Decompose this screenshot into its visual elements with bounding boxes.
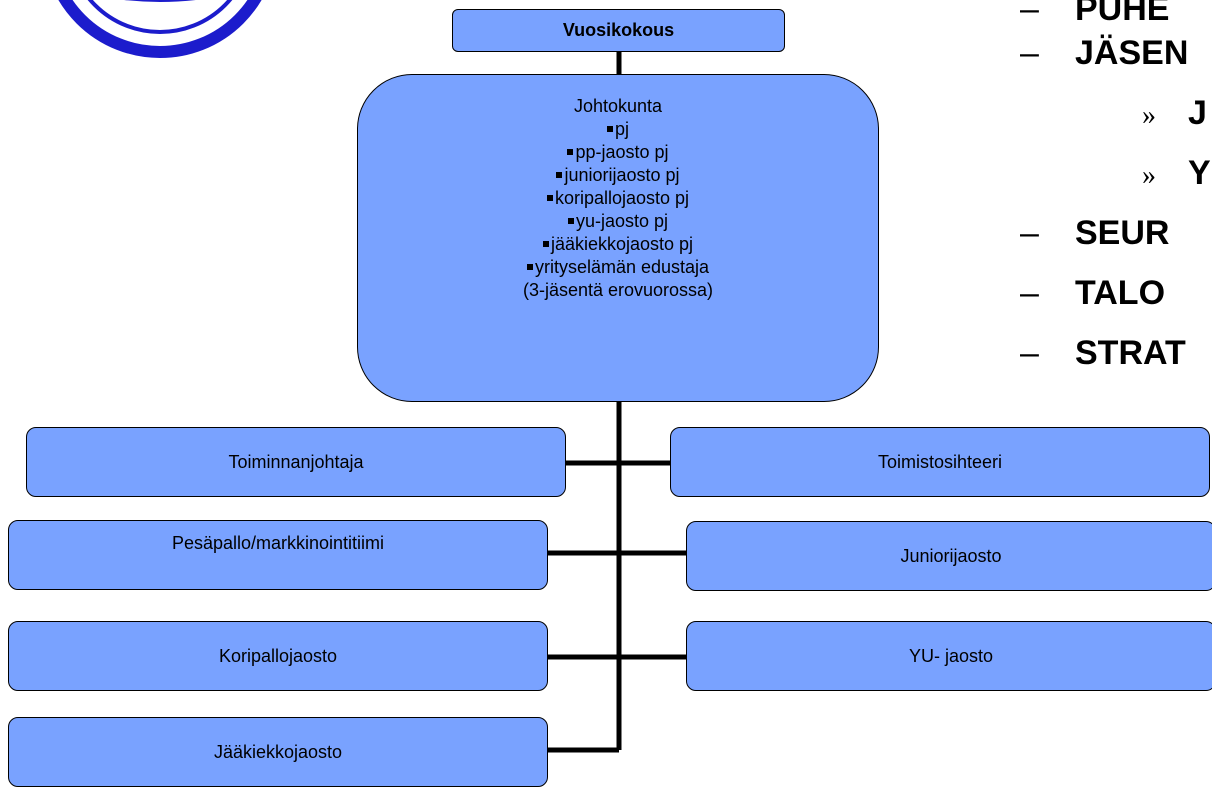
board-member: koripallojaosto pj xyxy=(546,187,689,210)
vuosikokous-box: Vuosikokous xyxy=(452,9,785,52)
bullet-icon xyxy=(546,195,553,201)
toiminnanjohtaja-box: Toiminnanjohtaja xyxy=(26,427,566,497)
board-note: (3-jäsentä erovuorossa) xyxy=(522,280,714,300)
bullet-icon xyxy=(526,264,533,270)
pesapallo-markkinointitiimi-box: Pesäpallo/markkinointitiimi xyxy=(8,520,548,590)
yu-jaosto-box: YU- jaosto xyxy=(686,621,1212,691)
bullet-icon xyxy=(567,218,574,224)
bullet-icon xyxy=(567,149,574,155)
juniorijaosto-label: Juniorijaosto xyxy=(900,545,1002,566)
jaakiekkojaosto-label: Jääkiekkojaosto xyxy=(213,741,343,762)
agenda-item: –TALO xyxy=(1020,274,1166,312)
koripallojaosto-box: Koripallojaosto xyxy=(8,621,548,691)
agenda-list: –PUHE –JÄSEN »J »Y –SEUR –TALO –STRAT xyxy=(1020,0,1212,410)
club-logo xyxy=(58,0,262,58)
bullet-icon xyxy=(606,126,613,132)
toiminnanjohtaja-label: Toiminnanjohtaja xyxy=(228,451,364,472)
jaakiekkojaosto-box: Jääkiekkojaosto xyxy=(8,717,548,787)
bullet-icon xyxy=(542,241,549,247)
agenda-item: –SEUR xyxy=(1020,214,1170,252)
toimistosihteeri-box: Toimistosihteeri xyxy=(670,427,1210,497)
bullet-icon xyxy=(556,172,563,178)
board-member: yu-jaosto pj xyxy=(567,210,668,233)
agenda-subitem: »J xyxy=(1142,94,1207,132)
board-member: pp-jaosto pj xyxy=(567,141,669,164)
agenda-item: –JÄSEN xyxy=(1020,34,1189,72)
agenda-item: –STRAT xyxy=(1020,334,1186,372)
board-member: jääkiekkojaosto pj xyxy=(542,233,693,256)
toimistosihteeri-label: Toimistosihteeri xyxy=(877,451,1003,472)
board-member: juniorijaosto pj xyxy=(556,164,680,187)
vuosikokous-label: Vuosikokous xyxy=(562,20,675,40)
board-member: pj xyxy=(606,118,629,141)
pesapallo-markkinointitiimi-label: Pesäpallo/markkinointitiimi xyxy=(171,533,385,553)
yu-jaosto-label: YU- jaosto xyxy=(908,645,994,666)
koripallojaosto-label: Koripallojaosto xyxy=(218,645,338,666)
johtokunta-title: Johtokunta xyxy=(573,96,663,116)
agenda-item: –PUHE xyxy=(1020,0,1170,28)
johtokunta-box: Johtokunta pj pp-jaosto pj juniorijaosto… xyxy=(357,74,879,402)
agenda-subitem: »Y xyxy=(1142,154,1211,192)
juniorijaosto-box: Juniorijaosto xyxy=(686,521,1212,591)
board-member: yrityselämän edustaja xyxy=(526,256,709,279)
